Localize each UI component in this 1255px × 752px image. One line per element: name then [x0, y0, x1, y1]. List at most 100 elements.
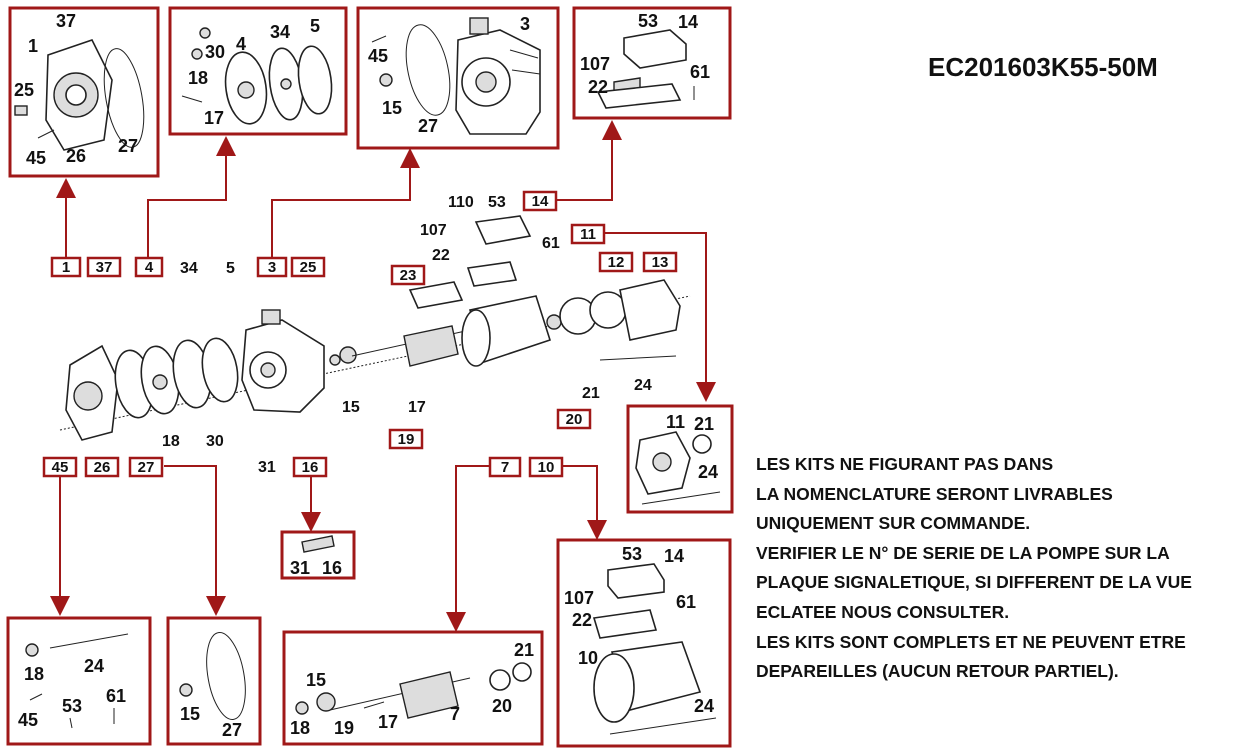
main-label-30: 30 [206, 433, 224, 450]
kit14-label-107: 107 [580, 54, 610, 74]
kit14-label-14: 14 [678, 12, 698, 32]
kit16-label-31: 31 [290, 558, 310, 578]
kit14-label-61: 61 [690, 62, 710, 82]
kit27-label-27: 27 [222, 720, 242, 740]
kit-tag-25: 25 [300, 259, 317, 276]
kit45-label-18: 18 [24, 664, 44, 684]
kit4-label-4: 4 [236, 34, 246, 54]
kit-tag-19: 19 [398, 431, 415, 448]
main-label-31: 31 [258, 459, 276, 476]
kit10-label-22: 22 [572, 610, 592, 630]
kit-tag-12: 12 [608, 254, 625, 271]
kit3-label-3: 3 [520, 14, 530, 34]
kit45-label-45: 45 [18, 710, 38, 730]
kit16-illustration [301, 535, 335, 553]
kit-tag-37: 37 [96, 259, 113, 276]
kit-tag-3: 3 [268, 259, 276, 276]
note-line: LES KITS SONT COMPLETS ET NE PEUVENT ETR… [756, 631, 1186, 652]
kit7-label-19: 19 [334, 718, 354, 738]
kit4-illustration [181, 27, 333, 125]
main-label-110: 110 [448, 194, 474, 211]
model-code: EC201603K55-50M [928, 52, 1158, 82]
kit-connectors [50, 120, 716, 632]
notes-block: LES KITS NE FIGURANT PAS DANS LA NOMENCL… [756, 450, 1251, 687]
kit4-label-17: 17 [204, 108, 224, 128]
kit10-label-10: 10 [578, 648, 598, 668]
kit1-label-26: 26 [66, 146, 86, 166]
kit-box-1 [8, 6, 160, 178]
kit-tag-14: 14 [532, 193, 549, 210]
kit10-label-14: 14 [664, 546, 684, 566]
kit-tag-26: 26 [94, 459, 111, 476]
kit-box-11 [626, 404, 734, 514]
kit-tag-20: 20 [566, 411, 583, 428]
kit7-label-17: 17 [378, 712, 398, 732]
kit11-illustration [635, 431, 721, 505]
main-label-15: 15 [342, 399, 360, 416]
main-label-17: 17 [408, 399, 426, 416]
kit10-label-107: 107 [564, 588, 594, 608]
kit11-label-24: 24 [698, 462, 718, 482]
main-assembly-illustration [59, 215, 691, 441]
note-line: LA NOMENCLATURE SERONT LIVRABLES [756, 483, 1113, 504]
kit45-illustration [25, 633, 129, 729]
kit3-label-15: 15 [382, 98, 402, 118]
kit-tag-23: 23 [400, 267, 417, 284]
main-label-107: 107 [420, 222, 447, 239]
kit-tag-10: 10 [538, 459, 555, 476]
kit10-label-61: 61 [676, 592, 696, 612]
main-label-21: 21 [582, 385, 600, 402]
main-label-24: 24 [634, 377, 652, 394]
kit-box-4 [168, 6, 348, 136]
kit45-label-61: 61 [106, 686, 126, 706]
kit-box-7 [282, 630, 544, 746]
kit1-label-37: 37 [56, 11, 76, 31]
kit11-label-21: 21 [694, 414, 714, 434]
kit-tag-4: 4 [145, 259, 154, 276]
kit7-label-20: 20 [492, 696, 512, 716]
note-line: DEPAREILLES (AUCUN RETOUR PARTIEL). [756, 661, 1119, 682]
note-line: UNIQUEMENT SUR COMMANDE. [756, 513, 1031, 534]
kit1-label-45: 45 [26, 148, 46, 168]
note-line: ECLATEE NOUS CONSULTER. [756, 601, 1010, 622]
kit3-label-27: 27 [418, 116, 438, 136]
main-label-22: 22 [432, 247, 450, 264]
kit3-illustration [371, 17, 541, 135]
kit-tag-45: 45 [52, 459, 69, 476]
kit-tags: 1 37 4 3 25 14 23 11 12 13 20 19 16 45 2… [42, 190, 678, 478]
kit27-illustration [179, 632, 246, 720]
kit45-label-53: 53 [62, 696, 82, 716]
kit-tag-16: 16 [302, 459, 319, 476]
kit-box-3 [356, 6, 560, 150]
kit-box-16 [280, 530, 356, 580]
kit10-illustration [592, 563, 717, 735]
kit14-label-22: 22 [588, 77, 608, 97]
kit-box-14 [572, 6, 732, 120]
main-label-18: 18 [162, 433, 180, 450]
kit4-label-5: 5 [310, 16, 320, 36]
kit1-illustration [14, 39, 145, 151]
kit4-label-18: 18 [188, 68, 208, 88]
kit27-label-15: 15 [180, 704, 200, 724]
kit7-illustration [295, 662, 532, 719]
kit16-label-16: 16 [322, 558, 342, 578]
kit-tag-7: 7 [501, 459, 509, 476]
kit4-label-30: 30 [205, 42, 225, 62]
kit1-label-25: 25 [14, 80, 34, 100]
kit7-label-21: 21 [514, 640, 534, 660]
kit7-label-7: 7 [450, 704, 460, 724]
kit-box-45 [6, 616, 152, 746]
kit14-label-53: 53 [638, 11, 658, 31]
kit14-illustration [596, 29, 695, 109]
kit1-label-1: 1 [28, 36, 38, 56]
main-labels: 34 5 110 53 107 22 61 21 24 15 17 18 30 … [162, 194, 652, 476]
kit7-label-15: 15 [306, 670, 326, 690]
kit7-label-18: 18 [290, 718, 310, 738]
kit-tag-27: 27 [138, 459, 155, 476]
kit45-label-24: 24 [84, 656, 104, 676]
note-line: VERIFIER LE N° DE SERIE DE LA POMPE SUR … [756, 542, 1170, 563]
kit-box-27 [166, 616, 262, 746]
main-label-5: 5 [226, 260, 235, 277]
kit-box-10 [556, 538, 732, 748]
